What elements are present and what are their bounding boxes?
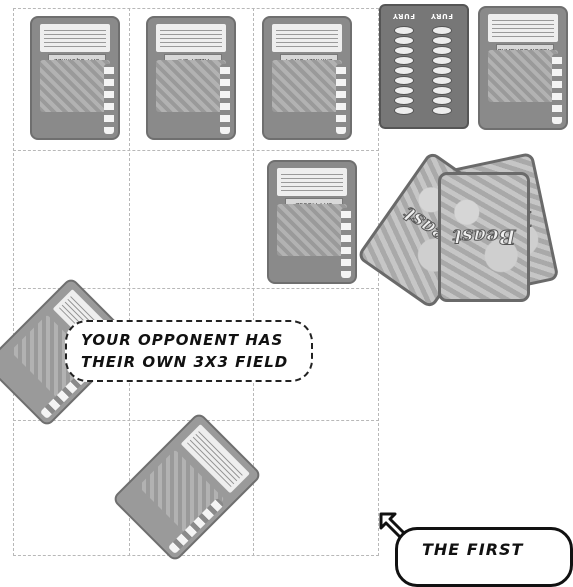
tracker-pip[interactable] <box>432 76 452 85</box>
tracker-column-right <box>431 26 453 117</box>
opponent-card[interactable]: ALLEY CAT <box>146 16 236 140</box>
fury-tracker: FURY FURY <box>379 4 469 129</box>
card-text-box <box>40 24 110 52</box>
card-text-box <box>277 168 347 196</box>
tracker-label-right: FURY <box>431 12 453 20</box>
card-stats <box>336 64 346 134</box>
card-art <box>277 204 347 256</box>
card-art <box>272 60 342 112</box>
callout-text: Your opponent has their own 3x3 Field <box>81 329 303 373</box>
card-text-box <box>156 24 226 52</box>
card-stats <box>341 208 351 278</box>
grid-line <box>129 8 130 556</box>
tracker-pip[interactable] <box>394 46 414 55</box>
grid-line <box>13 555 379 556</box>
card-stats <box>104 64 114 134</box>
card-art <box>488 50 558 102</box>
tracker-pip[interactable] <box>394 76 414 85</box>
card-art <box>156 60 226 112</box>
tracker-pip[interactable] <box>394 86 414 95</box>
opponent-card[interactable]: CITY MOUSE <box>267 160 357 284</box>
tracker-pip[interactable] <box>432 106 452 115</box>
tracker-pip[interactable] <box>432 56 452 65</box>
opponent-card[interactable]: CITY SQUIRREL <box>30 16 120 140</box>
tracker-pip[interactable] <box>432 96 452 105</box>
tracker-pip[interactable] <box>394 26 414 35</box>
tracker-pip[interactable] <box>432 86 452 95</box>
tracker-column-left <box>393 26 415 117</box>
card-text-box <box>488 14 558 42</box>
tracker-label-left: FURY <box>393 12 415 20</box>
callout-bubble: Your opponent has their own 3x3 Field <box>65 320 313 382</box>
tracker-pip[interactable] <box>432 26 452 35</box>
card-text-box <box>272 24 342 52</box>
tracker-pip[interactable] <box>394 96 414 105</box>
tracker-pip[interactable] <box>394 66 414 75</box>
tracker-pip[interactable] <box>432 36 452 45</box>
opponent-card[interactable]: PIGEON BOMBARDIER <box>478 6 568 130</box>
tracker-pip[interactable] <box>432 66 452 75</box>
grid-line <box>13 150 379 151</box>
deck-card-back[interactable]: Beast <box>438 172 530 302</box>
card-stats <box>220 64 230 134</box>
tracker-pip[interactable] <box>394 36 414 45</box>
tracker-pip[interactable] <box>394 56 414 65</box>
callout-bubble: The first <box>395 527 573 587</box>
card-art <box>40 60 110 112</box>
opponent-card[interactable]: CHIMNEY SWIFT <box>262 16 352 140</box>
deck-logo: Beast <box>452 225 515 249</box>
grid-line <box>13 8 379 9</box>
grid-line <box>13 8 14 556</box>
callout-text: The first <box>422 540 523 559</box>
card-stats <box>552 54 562 124</box>
tracker-pip[interactable] <box>432 46 452 55</box>
tracker-pip[interactable] <box>394 106 414 115</box>
